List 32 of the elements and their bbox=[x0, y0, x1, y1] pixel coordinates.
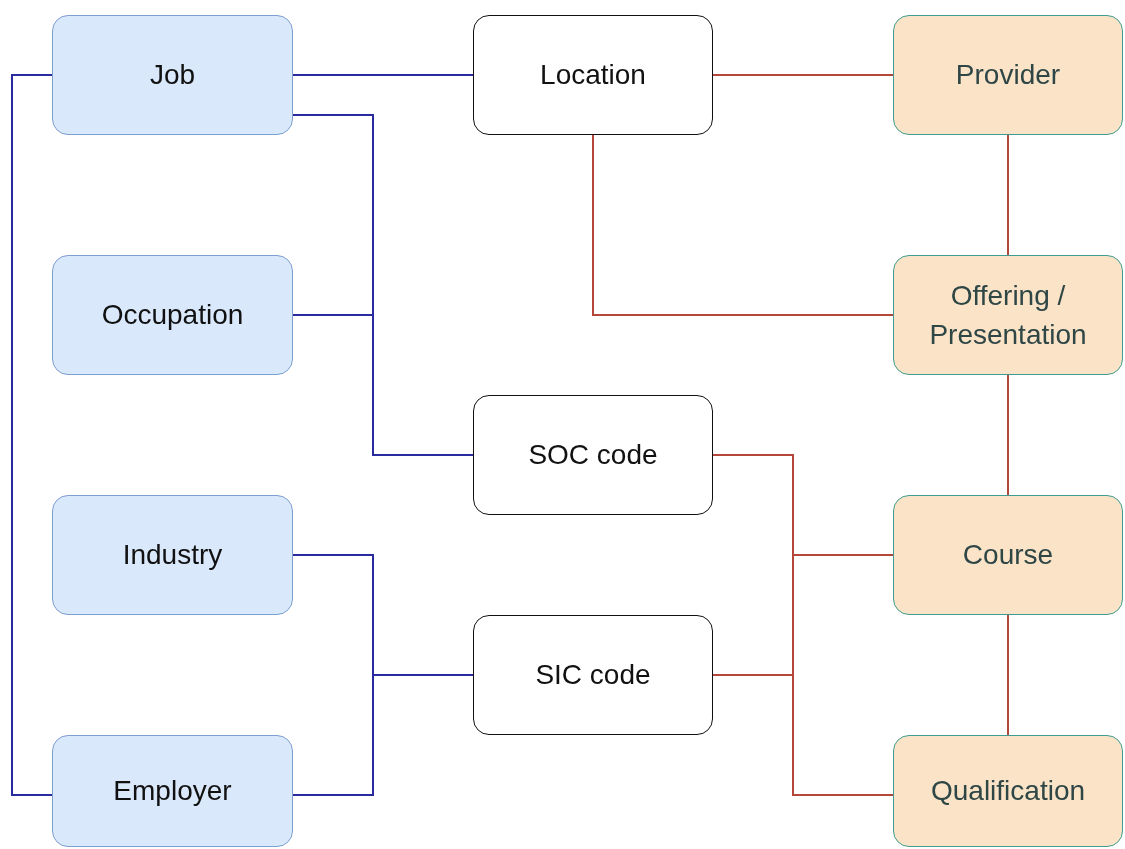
entity-box bbox=[473, 15, 713, 135]
connector-line bbox=[292, 74, 474, 76]
entity-label: Industry bbox=[121, 538, 224, 573]
connector-line bbox=[1007, 614, 1009, 736]
entity-label: SOC code bbox=[527, 438, 659, 473]
connector-line bbox=[292, 674, 474, 796]
entity-label: Employer bbox=[112, 774, 233, 809]
connector-line bbox=[1007, 374, 1009, 496]
entity-box bbox=[52, 255, 293, 375]
entity-label: Job bbox=[148, 58, 197, 93]
entity-label: Course bbox=[961, 538, 1055, 573]
entity-box bbox=[893, 495, 1123, 615]
connector-line bbox=[592, 134, 894, 316]
connector-line bbox=[292, 314, 474, 456]
entity-label: Provider bbox=[954, 58, 1062, 93]
entity-label: Occupation bbox=[100, 298, 245, 333]
entity-box bbox=[473, 615, 713, 735]
entity-box bbox=[893, 15, 1123, 135]
entity-box bbox=[473, 395, 713, 515]
entity-label: SIC code bbox=[534, 658, 652, 693]
entity-box bbox=[893, 735, 1123, 847]
connector-line bbox=[1007, 134, 1009, 256]
entity-label: Offering / Presentation bbox=[928, 278, 1088, 352]
entity-box bbox=[52, 495, 293, 615]
entity-box bbox=[893, 255, 1123, 375]
connector-line bbox=[712, 674, 894, 796]
entity-box bbox=[52, 15, 293, 135]
entity-box bbox=[52, 735, 293, 847]
entity-label: Qualification bbox=[929, 774, 1087, 809]
connector-line bbox=[11, 74, 53, 796]
entity-label: Location bbox=[539, 58, 647, 93]
connector-line bbox=[712, 74, 894, 76]
